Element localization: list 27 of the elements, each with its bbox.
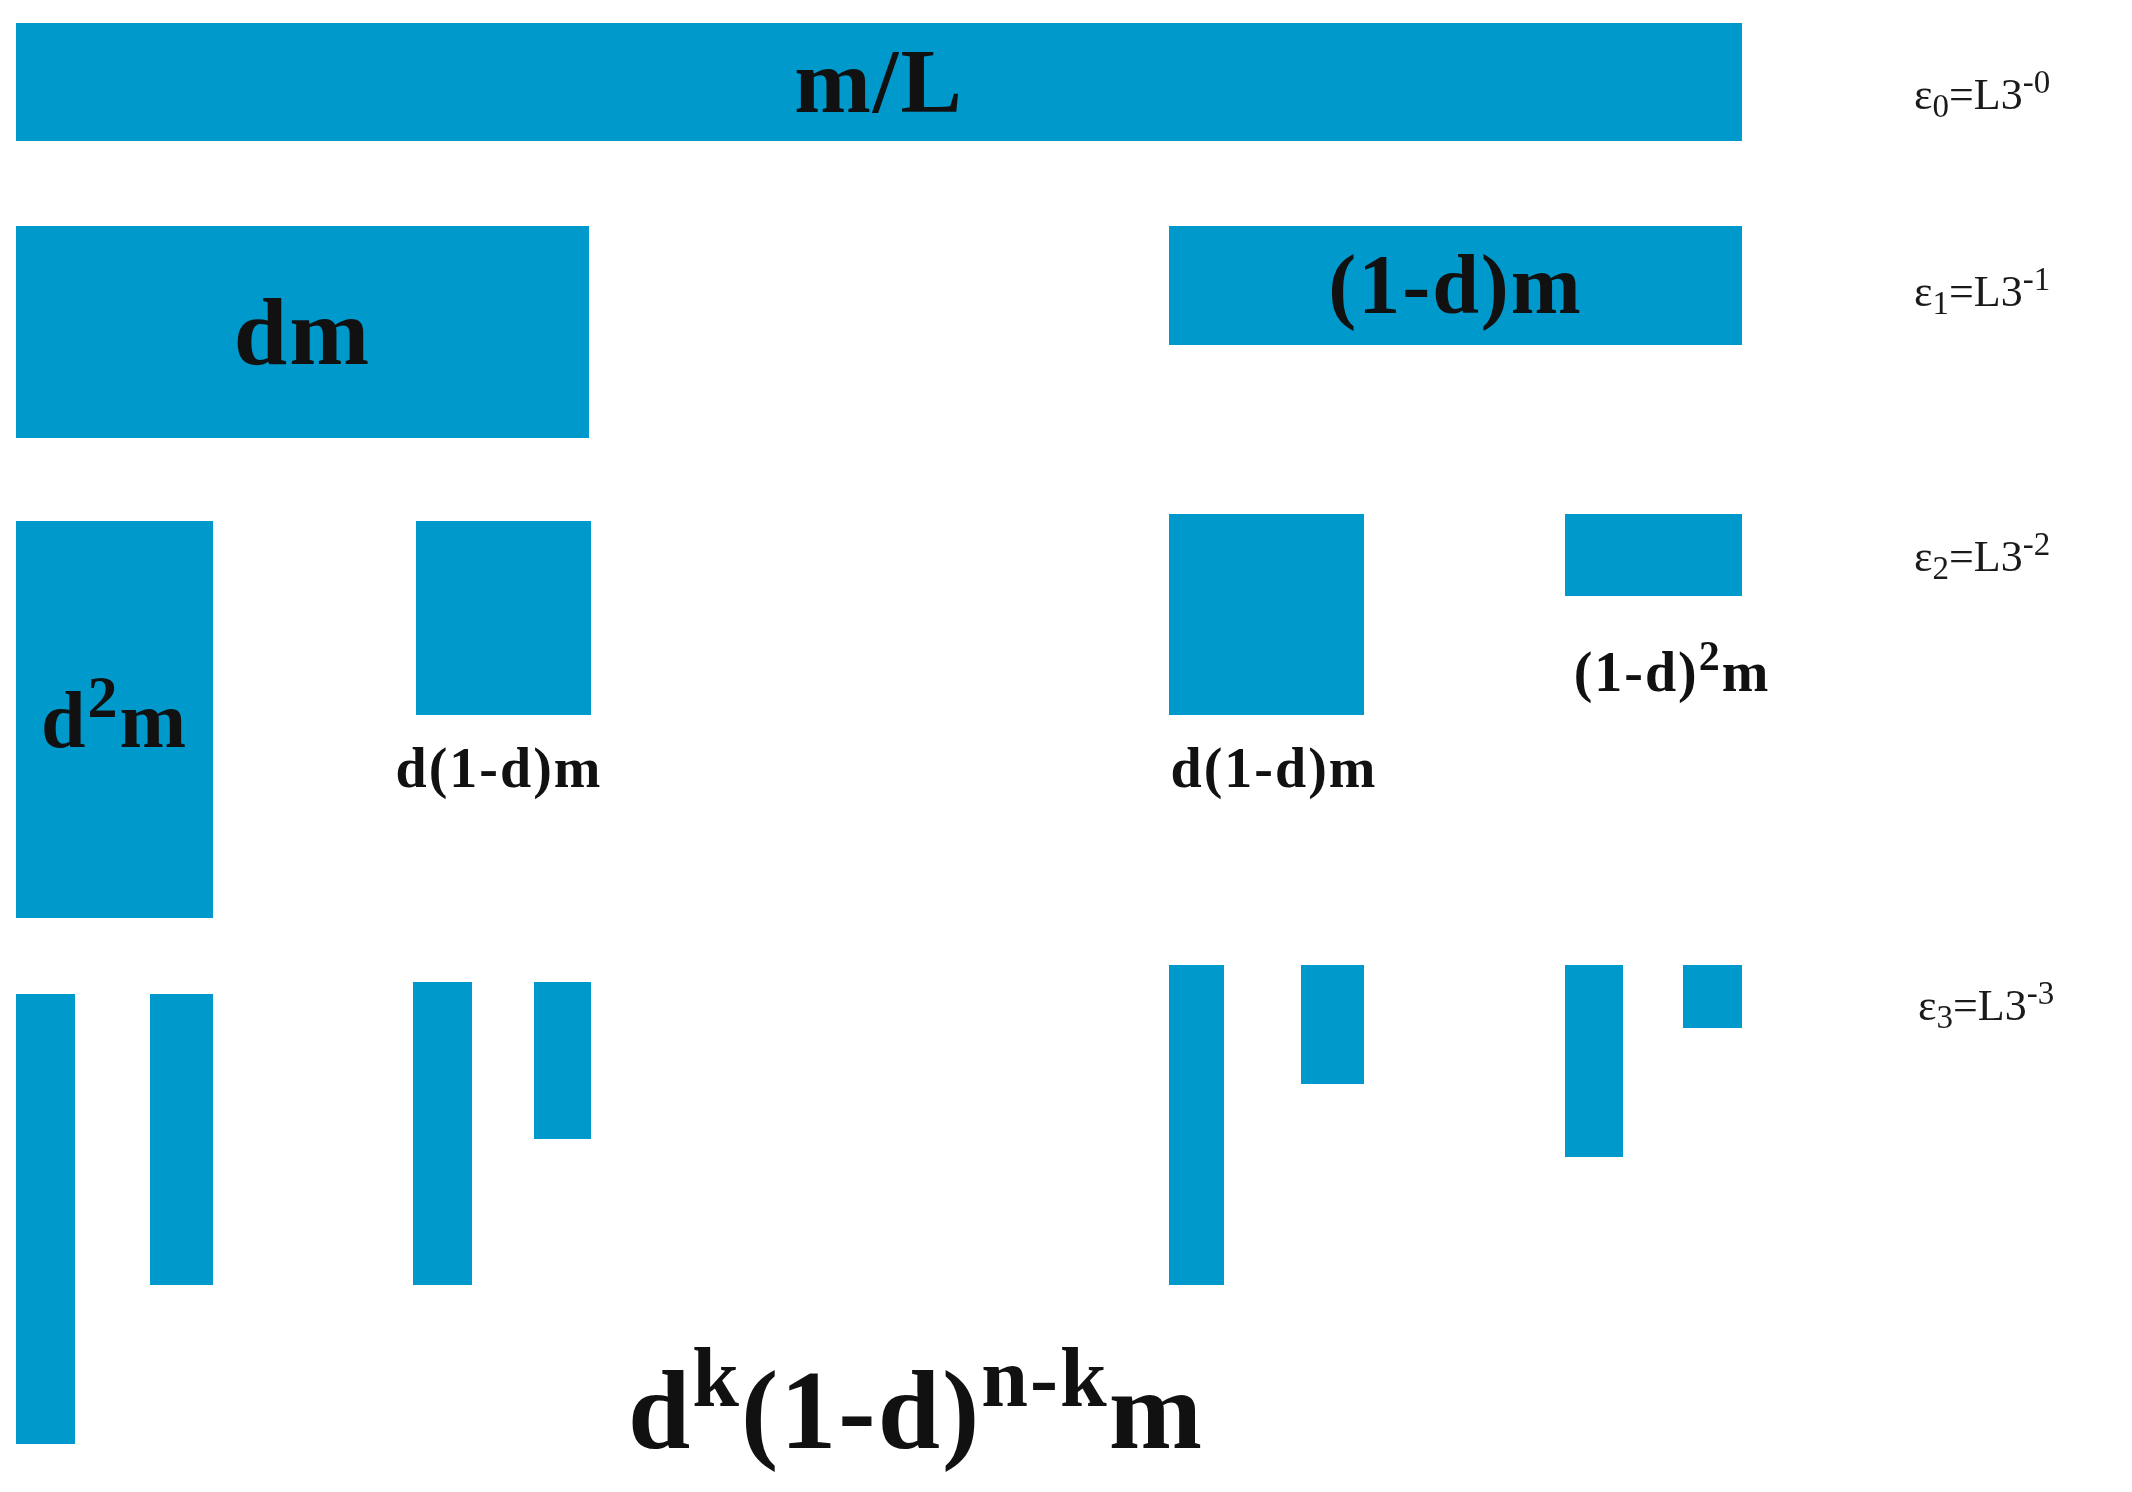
cascade-bar xyxy=(1169,514,1364,715)
cascade-bar xyxy=(16,994,75,1444)
bar-label: m/L xyxy=(794,29,964,135)
scale-label: ε$_{2}$=L3$^{-2}$ xyxy=(1914,530,2051,584)
cascade-bar xyxy=(1301,965,1364,1084)
cascade-bar xyxy=(413,982,472,1285)
cascade-bar xyxy=(16,226,589,438)
bar-label: dm xyxy=(233,276,372,387)
cascade-bar xyxy=(1169,965,1224,1285)
bar-caption: d(1-d)m xyxy=(395,735,603,801)
scale-label: ε$_{0}$=L3$^{-0}$ xyxy=(1914,68,2051,122)
cascade-bar xyxy=(16,521,213,918)
bar-caption: (1-d)$^{2}$m xyxy=(1573,639,1771,705)
bar-label: d$^{2}$m xyxy=(40,673,189,766)
bar-caption: d(1-d)m xyxy=(1170,735,1378,801)
cascade-bar xyxy=(534,982,591,1139)
scale-label: ε$_{3}$=L3$^{-3}$ xyxy=(1918,979,2055,1033)
cascade-bar xyxy=(1683,965,1742,1028)
cascade-bar xyxy=(1565,965,1623,1157)
formula-label: d$^{k}$(1-d)$^{n-k}$m xyxy=(628,1334,1204,1474)
cascade-bar xyxy=(16,23,1742,141)
cascade-bar xyxy=(150,994,213,1285)
scale-label: ε$_{1}$=L3$^{-1}$ xyxy=(1914,265,2051,319)
cascade-bar xyxy=(1169,226,1742,345)
cascade-bar xyxy=(416,521,591,715)
bar-label: (1-d)m xyxy=(1328,237,1583,334)
cascade-bar xyxy=(1565,514,1742,596)
